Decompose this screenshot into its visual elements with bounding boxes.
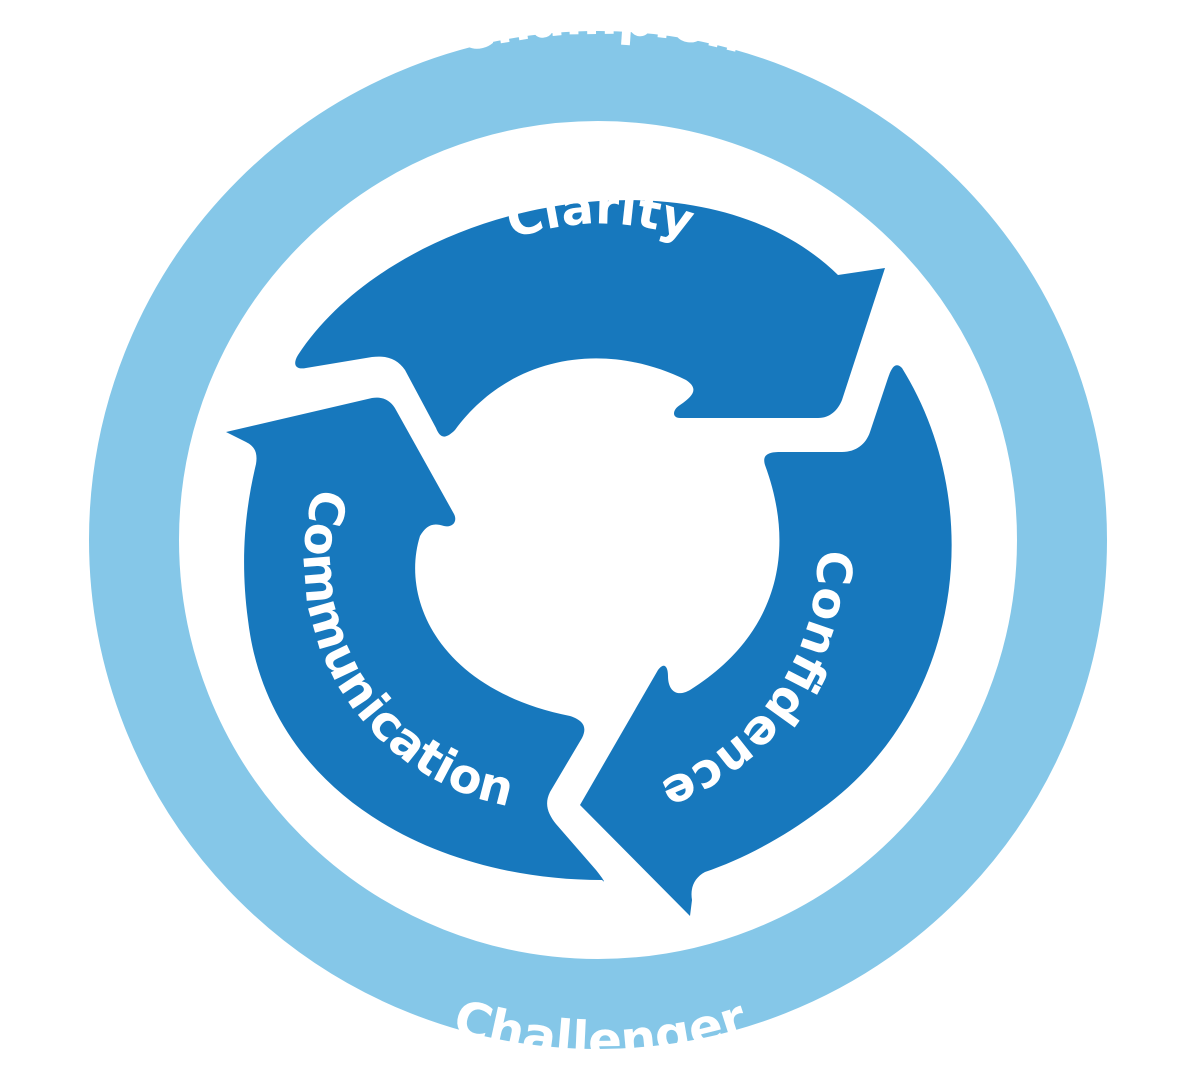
arrow-clarity [295,200,885,437]
arrow-confidence [580,365,952,916]
arrow-communication [226,397,604,882]
outer-ring [89,31,1107,1049]
